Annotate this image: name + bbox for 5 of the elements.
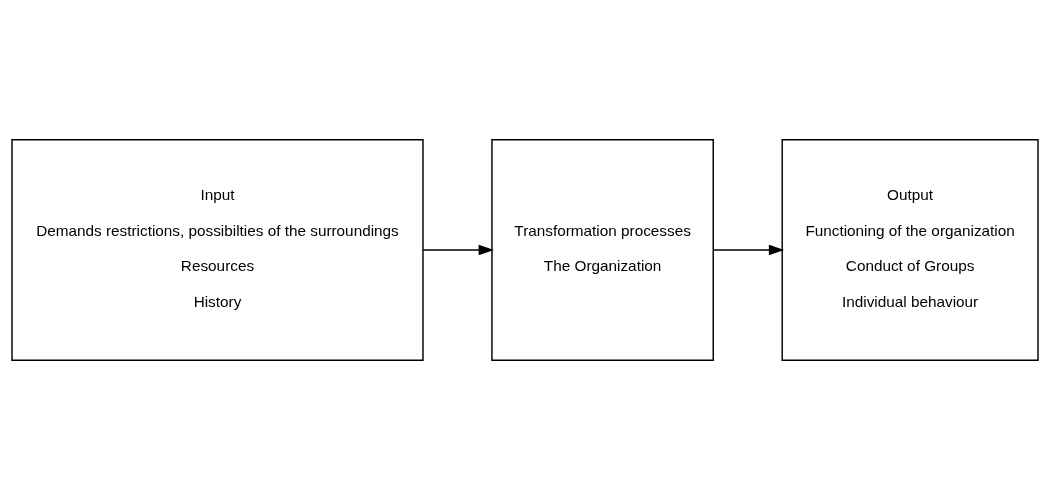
node-box: Output Functioning of the organization Conduct of Groups Individual behaviour: [781, 138, 1039, 361]
arrow: [422, 244, 494, 255]
arrow: [712, 244, 785, 255]
node-box: Input Demands restrictions, possibilties of the surroundings Resources History: [11, 138, 424, 361]
node-box: Transformation processes The Organization: [491, 138, 714, 361]
